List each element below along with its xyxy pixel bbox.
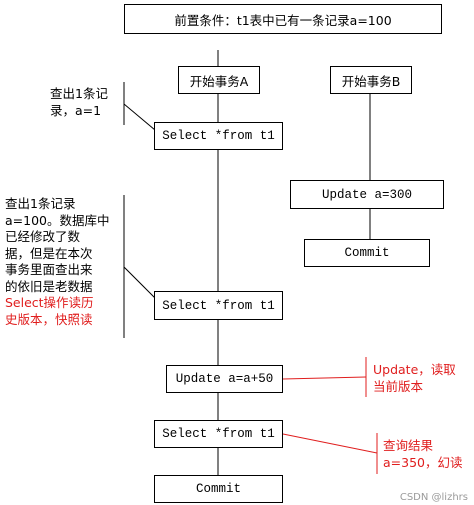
tx-a-step-1-label: Select *from t1 bbox=[162, 129, 275, 143]
callout-1-pointer bbox=[123, 103, 156, 131]
callout-3-pointer bbox=[282, 376, 367, 380]
callout-2-pointer bbox=[123, 266, 156, 299]
tx-a-step-2: Select *from t1 bbox=[154, 291, 283, 320]
tx-b-start-label: 开始事务B bbox=[341, 73, 401, 89]
note-current-read: Update，读取 当前版本 bbox=[373, 362, 456, 394]
tx-a-step-4-label: Select *from t1 bbox=[162, 427, 275, 441]
tx-a-step-4: Select *from t1 bbox=[154, 420, 283, 448]
callout-4-pointer bbox=[282, 433, 378, 454]
note-first-select: 查出1条记 录，a=1 bbox=[50, 86, 108, 118]
tx-b-step-1-label: Update a=300 bbox=[321, 187, 412, 202]
precondition-text: 前置条件：t1表中已有一条记录a=100 bbox=[174, 12, 392, 28]
precondition-box: 前置条件：t1表中已有一条记录a=100 bbox=[124, 4, 442, 34]
tx-a-step-3: Update a=a+50 bbox=[166, 365, 283, 393]
tx-a-start-box: 开始事务A bbox=[178, 66, 260, 94]
tx-b-start-box: 开始事务B bbox=[330, 66, 412, 94]
tx-a-step-2-label: Select *from t1 bbox=[162, 298, 275, 313]
tx-a-start-label: 开始事务A bbox=[189, 73, 249, 89]
note-phantom-read: 查询结果 a=350，幻读 bbox=[383, 438, 463, 470]
tx-a-step-1: Select *from t1 bbox=[154, 122, 283, 150]
tx-b-step-2-label: Commit bbox=[344, 246, 390, 260]
tx-b-step-2: Commit bbox=[304, 239, 430, 267]
note-snapshot-read: Select操作读历 史版本，快照读 bbox=[5, 295, 94, 327]
tx-b-step-1: Update a=300 bbox=[290, 180, 444, 209]
note-second-select-explanation: 查出1条记录 a=100。数据库中 已经修改了数 据，但是在本次 事务里面查出来… bbox=[5, 196, 110, 294]
watermark: CSDN @lizhrs bbox=[399, 492, 468, 503]
tx-a-step-5: Commit bbox=[154, 475, 283, 503]
tx-a-step-5-label: Commit bbox=[195, 482, 241, 496]
tx-a-step-3-label: Update a=a+50 bbox=[175, 372, 274, 386]
